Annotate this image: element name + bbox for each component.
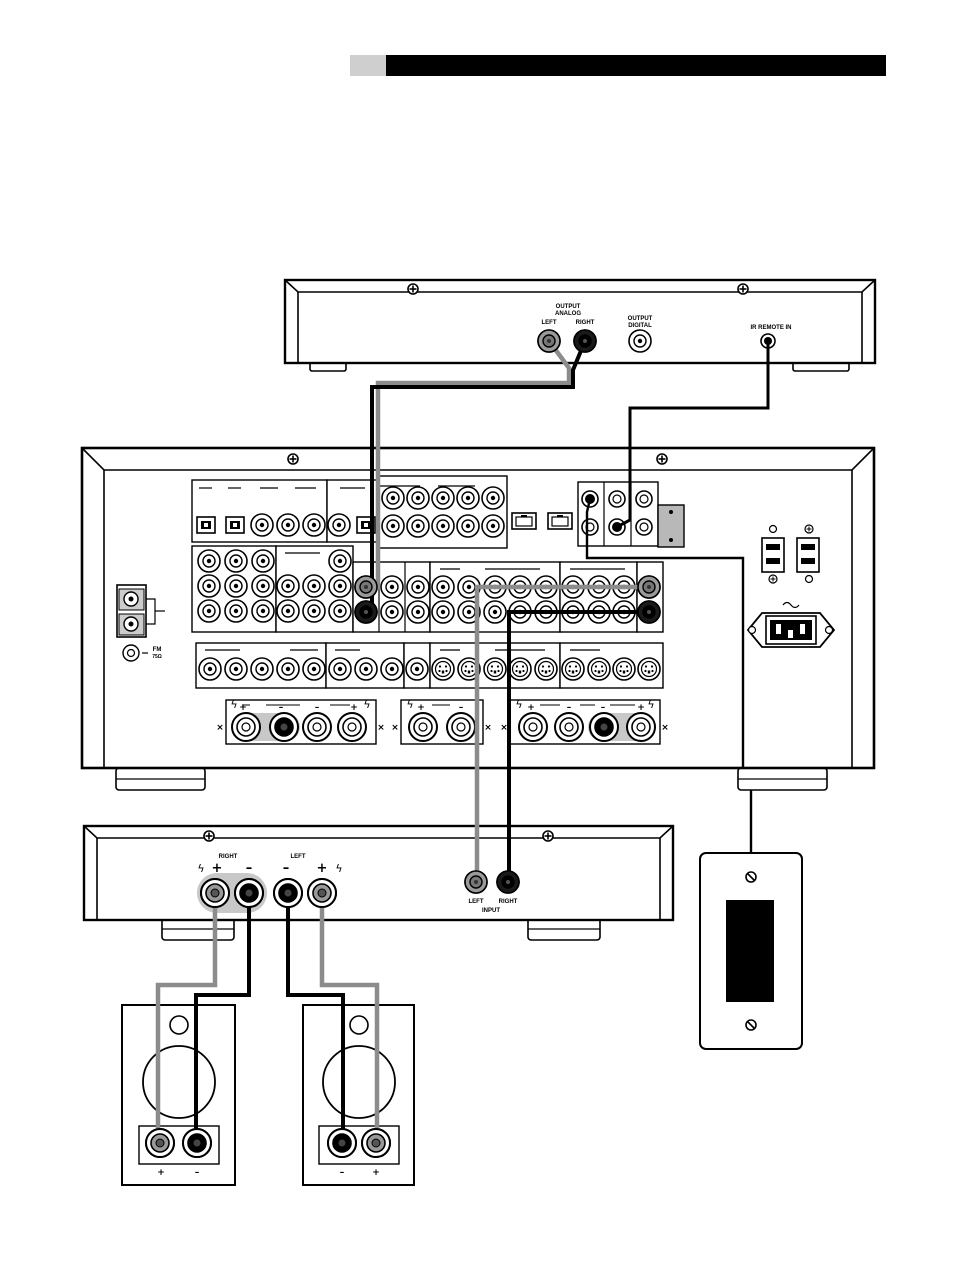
cable-amp-left-minus	[286, 893, 345, 1143]
fm-ohm-label: 75Ω	[152, 654, 162, 660]
svg-text:×: ×	[484, 723, 492, 733]
svg-text:ϟ: ϟ	[647, 698, 654, 711]
svg-text:+: +	[212, 861, 223, 876]
source-digital-output-jack[interactable]	[628, 329, 652, 353]
svg-text:+: +	[317, 861, 328, 876]
amp-input-right-label: RIGHT	[499, 899, 518, 905]
svg-text:+: +	[372, 1168, 380, 1178]
svg-text:+: +	[417, 703, 425, 713]
svg-text:+: +	[350, 703, 358, 713]
svg-text:×: ×	[661, 723, 669, 733]
speaker-left: + –	[121, 1004, 236, 1186]
svg-text:+: +	[157, 1168, 165, 1178]
svg-text:–: –	[567, 703, 572, 713]
cable-ir-remote-in	[616, 341, 770, 529]
cable-amp-left-plus	[319, 893, 380, 1143]
amp-left-label: LEFT	[291, 854, 306, 860]
speaker-right: – +	[302, 1004, 415, 1186]
svg-text:+: +	[239, 703, 247, 713]
power-amplifier: RIGHT LEFT ϟ + – – + ϟ LEFT RIGHT INPUT	[82, 824, 675, 941]
cable-preout-right-to-amp	[507, 610, 649, 882]
fm-label: FM	[153, 647, 162, 653]
svg-text:ϟ: ϟ	[515, 698, 522, 711]
svg-text:ϟ: ϟ	[230, 698, 237, 711]
svg-text:×: ×	[216, 723, 224, 733]
svg-text:–: –	[283, 861, 290, 876]
ir-keypad	[699, 852, 803, 1050]
svg-text:–: –	[315, 703, 320, 713]
svg-text:–: –	[459, 703, 464, 713]
svg-text:–: –	[279, 703, 284, 713]
svg-text:–: –	[340, 1168, 345, 1178]
amp-input-label: INPUT	[482, 908, 500, 914]
svg-text:–: –	[195, 1168, 200, 1178]
source-left-label: LEFT	[542, 320, 557, 326]
ir-remote-in-label: IR REMOTE IN	[750, 325, 791, 331]
svg-text:–: –	[601, 703, 606, 713]
cable-amp-right-minus	[194, 893, 251, 1143]
svg-text:+: +	[527, 703, 535, 713]
svg-text:–: –	[246, 861, 253, 876]
svg-text:×: ×	[377, 723, 385, 733]
svg-text:ϟ: ϟ	[363, 698, 370, 711]
svg-text:×: ×	[391, 723, 399, 733]
svg-text:+: +	[637, 703, 645, 713]
cable-ir-keypad	[585, 498, 745, 768]
amp-warning-icon-right: ϟ	[197, 862, 204, 875]
svg-text:×: ×	[500, 723, 508, 733]
ir-sensor-window[interactable]	[726, 900, 774, 1002]
amp-input-left-label: LEFT	[469, 899, 484, 905]
source-right-label: RIGHT	[576, 320, 595, 326]
amp-right-label: RIGHT	[219, 854, 238, 860]
header-bar	[350, 55, 886, 76]
svg-text:ϟ: ϟ	[406, 698, 413, 711]
cable-amp-right-plus	[155, 893, 218, 1143]
amp-warning-icon-left: ϟ	[335, 862, 342, 875]
cable-preout-left-to-amp	[474, 584, 649, 882]
